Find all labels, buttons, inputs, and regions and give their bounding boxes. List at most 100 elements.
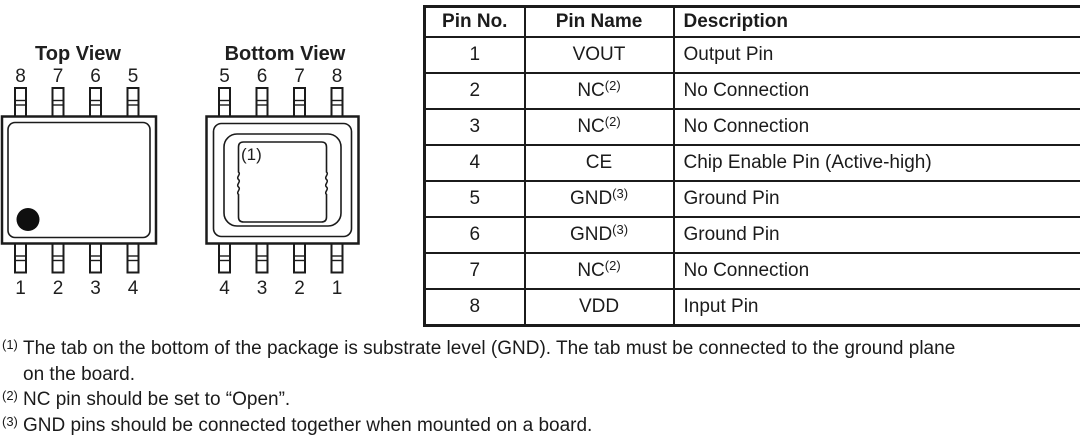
pin-number-label: 3 <box>257 278 268 299</box>
pin-number-label: 4 <box>219 278 230 299</box>
table-row: 8 VDD Input Pin <box>423 288 1080 327</box>
pin-desc-cell: No Connection <box>672 108 1080 146</box>
footnote-3: (3) GND pins should be connected togethe… <box>2 413 1080 439</box>
pin-number-label: 8 <box>15 66 26 87</box>
pin-desc-cell: Ground Pin <box>672 180 1080 218</box>
pin-lead <box>293 242 306 274</box>
table-row: 4 CE Chip Enable Pin (Active-high) <box>423 144 1080 182</box>
pin-number-label: 8 <box>332 66 343 87</box>
table-row: 7 NC(2) No Connection <box>423 252 1080 290</box>
pin-name: CE <box>585 152 613 173</box>
pin-name-footnote-ref: (3) <box>612 222 629 237</box>
pin-name-cell: VDD <box>523 288 675 327</box>
pin-name: VOUT <box>572 44 626 65</box>
top-view-title: Top View <box>35 43 121 65</box>
table-row: 6 GND(3) Ground Pin <box>423 216 1080 254</box>
pin-desc-cell: No Connection <box>672 252 1080 290</box>
footnote-marker: (1) <box>2 337 18 352</box>
pin-number-label: 5 <box>128 66 139 87</box>
pin-lead <box>218 242 231 274</box>
pin-lead <box>14 242 27 274</box>
pin-lead <box>293 87 306 118</box>
footnote-text-line: The tab on the bottom of the package is … <box>23 338 956 359</box>
package-diagram: Top View Bottom View 8 7 6 5 5 6 7 8 <box>0 43 360 299</box>
bottom-view-title: Bottom View <box>225 43 346 65</box>
footnote-text-line: NC pin should be set to “Open”. <box>23 389 291 410</box>
pin-lead <box>330 242 344 274</box>
bottom-view-package: (1) <box>205 115 360 245</box>
pin-lead <box>330 87 344 118</box>
pin-lead <box>255 242 269 274</box>
pin-name: GND <box>569 224 613 245</box>
pin-name: NC <box>577 80 605 101</box>
top-view-package <box>0 115 158 245</box>
pin-number-label: 6 <box>90 66 101 87</box>
pin-lead <box>255 87 269 118</box>
pin-number-label: 6 <box>257 66 268 87</box>
pin-no-cell: 7 <box>423 252 526 290</box>
pin-number-label: 3 <box>90 278 101 299</box>
pin-name-cell: NC(2) <box>523 252 675 290</box>
pin-name-cell: VOUT <box>523 36 675 74</box>
pin-number-label: 4 <box>128 278 139 299</box>
pin-number-label: 2 <box>294 278 305 299</box>
pin-name-cell: CE <box>523 144 675 182</box>
pin-no-cell: 6 <box>423 216 526 254</box>
table-row: 2 NC(2) No Connection <box>423 72 1080 110</box>
pin-number-label: 7 <box>53 66 64 87</box>
thermal-tab-outline <box>236 141 329 223</box>
pin-name-cell: NC(2) <box>523 72 675 110</box>
pin-lead <box>89 242 102 274</box>
pin-lead <box>89 87 102 118</box>
pin-name-cell: GND(3) <box>523 180 675 218</box>
header-pin-name: Pin Name <box>523 5 675 38</box>
pin-name: NC <box>577 116 605 137</box>
footnote-1: (1) The tab on the bottom of the package… <box>2 336 1080 387</box>
pin-name: VDD <box>578 296 620 317</box>
pin-name-footnote-ref: (2) <box>604 78 621 93</box>
table-row: 3 NC(2) No Connection <box>423 108 1080 146</box>
pin-number-label: 7 <box>294 66 305 87</box>
footnote-2: (2) NC pin should be set to “Open”. <box>2 387 1080 413</box>
pin-desc-cell: No Connection <box>672 72 1080 110</box>
table-row: 1 VOUT Output Pin <box>423 36 1080 74</box>
pin-lead <box>51 242 65 274</box>
pin-name-cell: GND(3) <box>523 216 675 254</box>
pin-name: GND <box>569 188 613 209</box>
pin-desc-cell: Output Pin <box>672 36 1080 74</box>
pin-lead <box>126 87 140 118</box>
pin-no-cell: 2 <box>423 72 526 110</box>
footnotes: (1) The tab on the bottom of the package… <box>2 336 1080 438</box>
table-row: 5 GND(3) Ground Pin <box>423 180 1080 218</box>
pin-desc-cell: Ground Pin <box>672 216 1080 254</box>
pin-lead <box>51 87 65 118</box>
pin-name-footnote-ref: (3) <box>612 186 629 201</box>
pin-name-footnote-ref: (2) <box>604 114 621 129</box>
footnote-text-line: GND pins should be connected together wh… <box>23 414 593 436</box>
footnote-text-line: on the board. <box>23 363 135 385</box>
pin1-marker-dot <box>16 208 40 231</box>
pin-description-table: Pin No. Pin Name Description 1 VOUT Outp… <box>423 5 1080 327</box>
pin-name-cell: NC(2) <box>523 108 675 146</box>
pin-lead <box>14 87 27 118</box>
pin-number-label: 1 <box>332 278 343 299</box>
pin-lead <box>218 87 231 118</box>
pin-name: NC <box>577 260 605 281</box>
pin-no-cell: 3 <box>423 108 526 146</box>
pin-number-label: 2 <box>53 278 64 299</box>
pin-name-footnote-ref: (2) <box>604 258 621 273</box>
pin-lead <box>126 242 140 274</box>
pin-no-cell: 5 <box>423 180 526 218</box>
table-header-row: Pin No. Pin Name Description <box>423 5 1080 38</box>
footnote-marker: (2) <box>2 388 18 403</box>
pin-no-cell: 8 <box>423 288 526 327</box>
pin-table-container: Pin No. Pin Name Description 1 VOUT Outp… <box>423 5 1080 327</box>
pin-no-cell: 1 <box>423 36 526 74</box>
pin-desc-cell: Chip Enable Pin (Active-high) <box>672 144 1080 182</box>
pin-number-label: 1 <box>15 278 26 299</box>
pin-number-label: 5 <box>219 66 230 87</box>
pin-no-cell: 4 <box>423 144 526 182</box>
footnote-marker: (3) <box>2 413 18 429</box>
pin-desc-cell: Input Pin <box>672 288 1080 327</box>
